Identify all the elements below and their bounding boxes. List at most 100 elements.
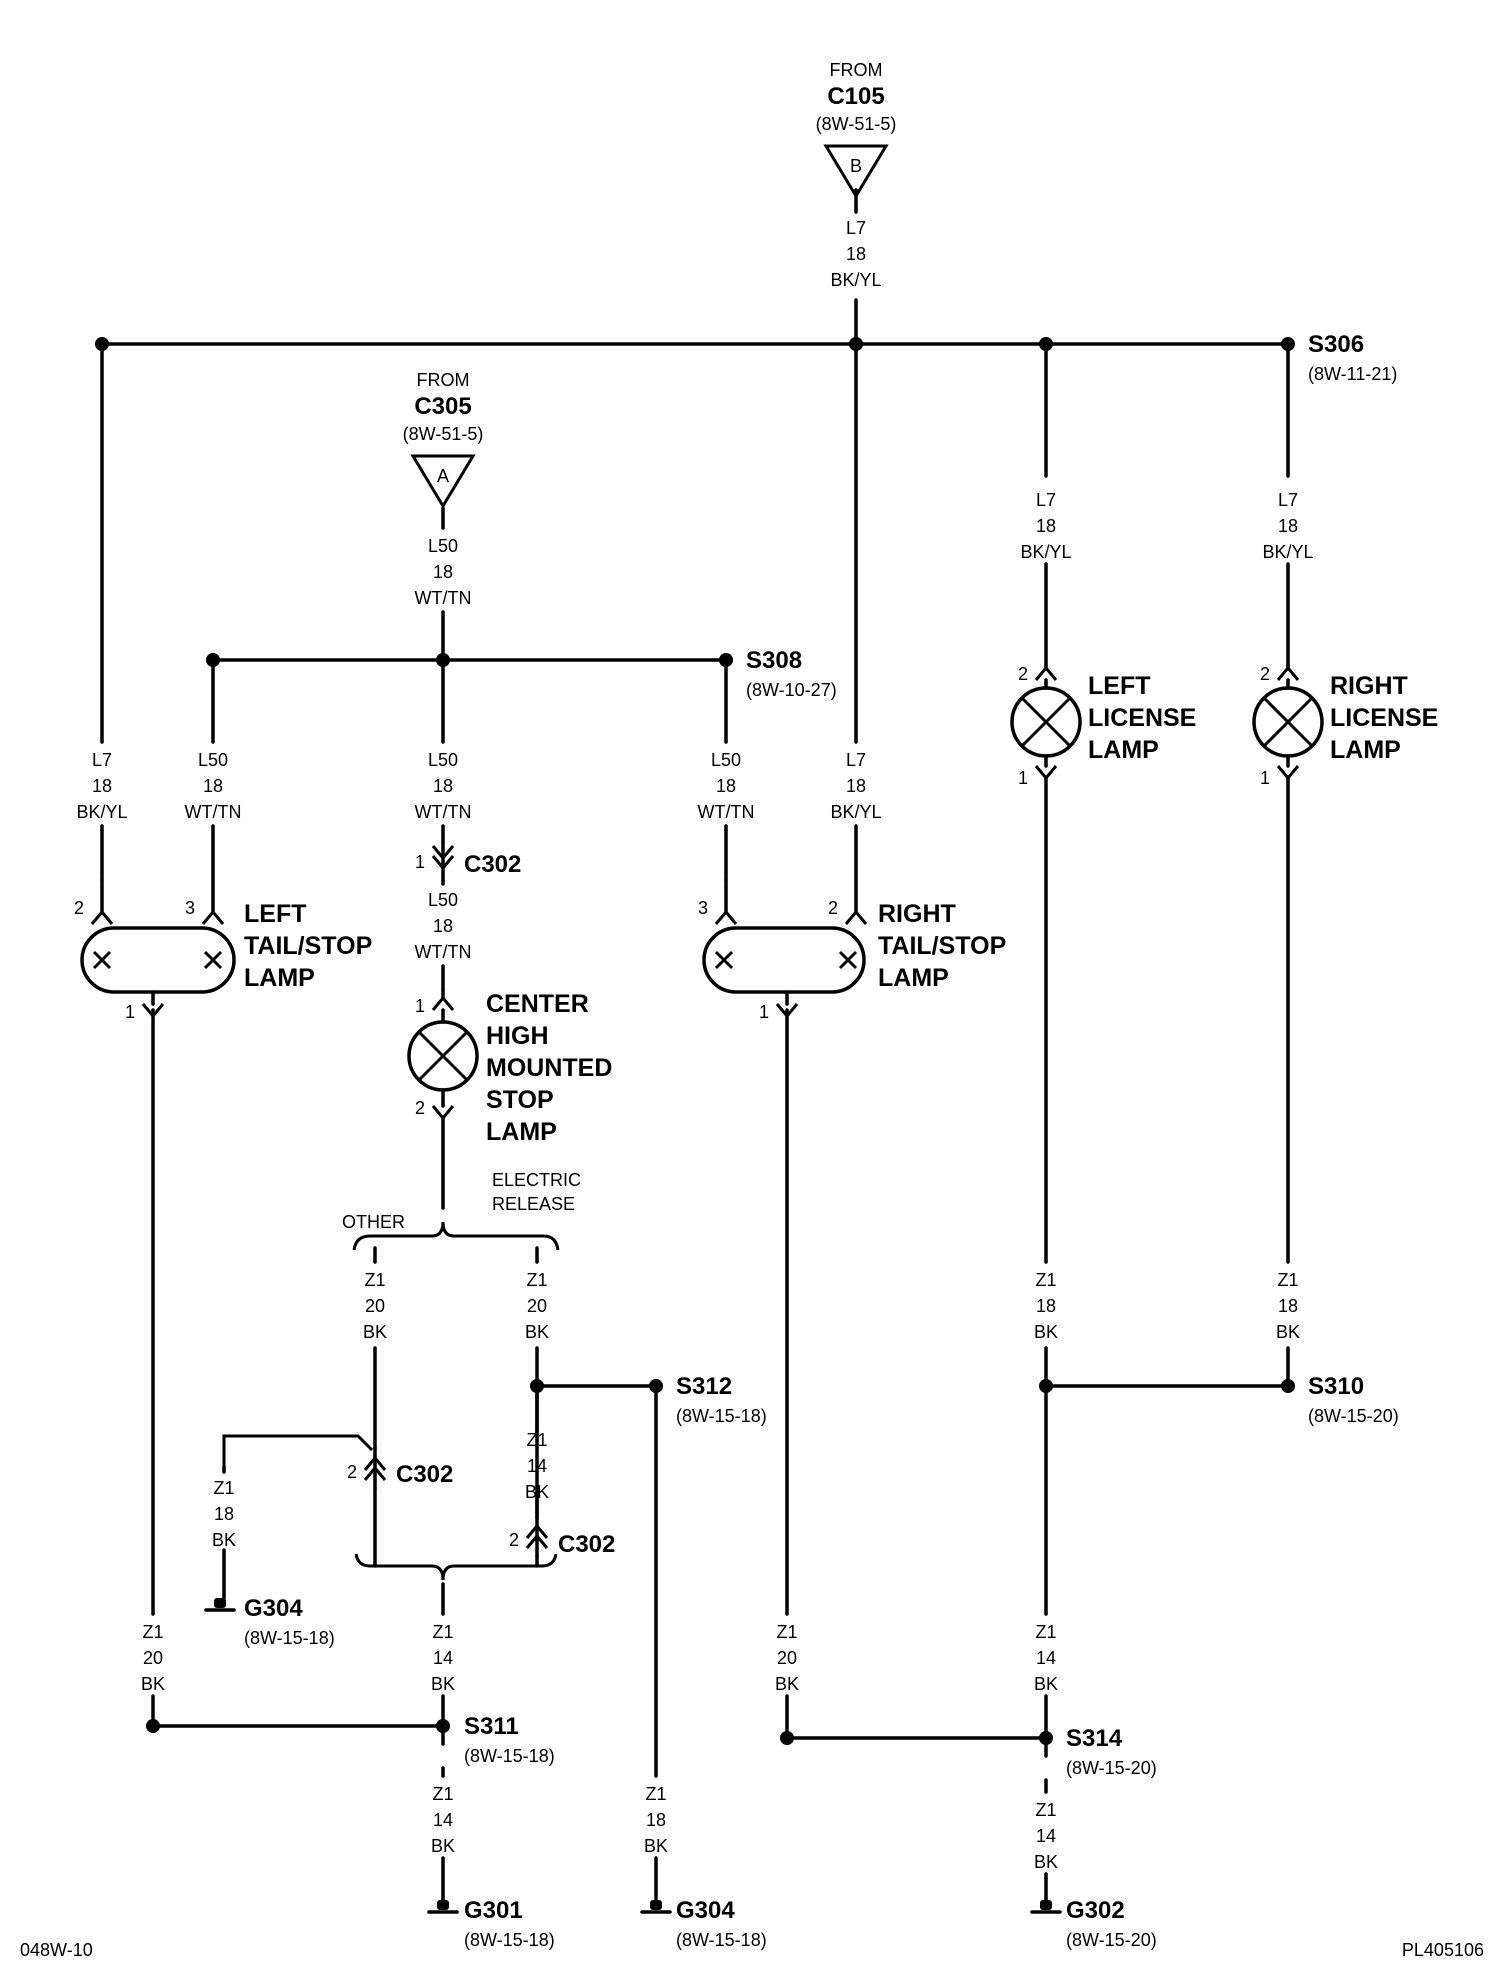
svg-text:S310: S310 (1308, 1373, 1364, 1400)
svg-text:18: 18 (1278, 516, 1298, 536)
svg-text:Z1: Z1 (364, 1270, 385, 1290)
svg-text:2: 2 (347, 1462, 357, 1482)
svg-text:L7: L7 (1036, 490, 1056, 510)
svg-text:(8W-15-18): (8W-15-18) (464, 1746, 555, 1766)
svg-text:18: 18 (1036, 1296, 1056, 1316)
svg-text:1: 1 (125, 1002, 135, 1022)
svg-text:G302: G302 (1066, 1897, 1125, 1924)
svg-text:Z1: Z1 (1035, 1270, 1056, 1290)
svg-text:2: 2 (415, 1098, 425, 1118)
svg-text:BK: BK (525, 1322, 549, 1342)
svg-text:A: A (437, 466, 449, 486)
svg-text:BK: BK (1034, 1852, 1058, 1872)
svg-text:14: 14 (1036, 1826, 1056, 1846)
svg-text:BK/YL: BK/YL (830, 802, 881, 822)
wire-lines (100, 188, 1290, 1902)
wire-label-l7-left: L7 18 BK/YL (76, 750, 127, 822)
svg-text:B: B (850, 156, 862, 176)
svg-text:1: 1 (415, 852, 425, 872)
svg-text:18: 18 (92, 776, 112, 796)
svg-text:14: 14 (1036, 1648, 1056, 1668)
left-license-bulb-icon (1020, 696, 1072, 748)
splice-s310: S310 (8W-15-20) (1308, 1373, 1399, 1426)
right-license-lamp: 2 1 RIGHT LICENSE LAMP (1252, 664, 1438, 788)
svg-text:C305: C305 (414, 393, 471, 420)
wire-label-z1-s311-up: Z1 14 BK (431, 1622, 455, 1694)
wire-label-z1-s314-up: Z1 14 BK (1034, 1622, 1058, 1694)
svg-text:WT/TN: WT/TN (185, 802, 242, 822)
wire-label-z1-g304a: Z1 18 BK (212, 1478, 236, 1550)
svg-text:L7: L7 (846, 750, 866, 770)
svg-text:Z1: Z1 (213, 1478, 234, 1498)
splice-s311: S311 (8W-15-18) (464, 1713, 555, 1766)
svg-text:LAMP: LAMP (1088, 736, 1159, 764)
svg-text:LAMP: LAMP (1330, 736, 1401, 764)
svg-text:1: 1 (415, 996, 425, 1016)
svg-text:18: 18 (846, 776, 866, 796)
svg-text:14: 14 (433, 1810, 453, 1830)
svg-text:STOP: STOP (486, 1086, 554, 1114)
svg-text:L50: L50 (428, 536, 458, 556)
wire-label-z1-s311-down: Z1 14 BK (431, 1784, 455, 1856)
svg-text:Z1: Z1 (1277, 1270, 1298, 1290)
svg-text:MOUNTED: MOUNTED (486, 1054, 612, 1082)
svg-text:BK/YL: BK/YL (1020, 542, 1071, 562)
wire-label-z1-left-license: Z1 18 BK (1034, 1270, 1058, 1342)
svg-text:LAMP: LAMP (244, 964, 315, 992)
svg-text:LEFT: LEFT (244, 900, 307, 928)
svg-text:(8W-15-20): (8W-15-20) (1308, 1406, 1399, 1426)
c302-connector-b: 2 C302 (347, 1446, 453, 1490)
svg-text:(8W-15-20): (8W-15-20) (1066, 1758, 1157, 1778)
svg-text:BK/YL: BK/YL (1262, 542, 1313, 562)
svg-text:LAMP: LAMP (878, 964, 949, 992)
left-license-lamp: 2 1 LEFT LICENSE LAMP (1010, 664, 1196, 788)
svg-text:S311: S311 (464, 1713, 519, 1740)
svg-text:OTHER: OTHER (342, 1212, 405, 1232)
svg-text:S308: S308 (746, 647, 802, 674)
wire-label-l7-left-license: L7 18 BK/YL (1020, 490, 1071, 562)
svg-text:3: 3 (698, 898, 708, 918)
svg-text:CENTER: CENTER (486, 990, 589, 1018)
svg-text:RIGHT: RIGHT (1330, 672, 1408, 700)
svg-text:Z1: Z1 (1035, 1622, 1056, 1642)
svg-text:FROM: FROM (830, 60, 883, 80)
svg-text:Z1: Z1 (432, 1784, 453, 1804)
splice-s314: S314 (8W-15-20) (1066, 1725, 1157, 1778)
svg-text:L7: L7 (1278, 490, 1298, 510)
svg-text:HIGH: HIGH (486, 1022, 549, 1050)
svg-text:L50: L50 (198, 750, 228, 770)
svg-text:3: 3 (185, 898, 195, 918)
figure-id: PL405106 (1402, 1940, 1484, 1960)
svg-text:BK: BK (212, 1530, 236, 1550)
svg-text:LAMP: LAMP (486, 1118, 557, 1146)
wire-label-z1-right-license: Z1 18 BK (1276, 1270, 1300, 1342)
wire-label-z1-other: Z1 20 BK (363, 1270, 387, 1342)
svg-text:18: 18 (846, 244, 866, 264)
source-c305: FROM C305 (8W-51-5) A (403, 370, 483, 509)
terminal-stubs (100, 664, 1290, 1000)
svg-text:20: 20 (143, 1648, 163, 1668)
left-tail-stop-lamp: 2 3 1 LEFT TAIL/STOP LAMP (74, 898, 372, 1022)
svg-text:20: 20 (777, 1648, 797, 1668)
wire-label-z1-left-tail: Z1 20 BK (141, 1622, 165, 1694)
svg-text:L7: L7 (846, 218, 866, 238)
wire-label-l7-right-license: L7 18 BK/YL (1262, 490, 1313, 562)
wire-label-l50-c305: L50 18 WT/TN (415, 536, 472, 608)
wire-label-l7-right: L7 18 BK/YL (830, 750, 881, 822)
svg-text:Z1: Z1 (776, 1622, 797, 1642)
branch-bracket-bottom (354, 1553, 558, 1581)
svg-text:(8W-15-18): (8W-15-18) (464, 1930, 555, 1950)
svg-text:(8W-51-5): (8W-51-5) (816, 114, 897, 134)
svg-text:BK/YL: BK/YL (76, 802, 127, 822)
svg-text:BK: BK (644, 1836, 668, 1856)
svg-text:WT/TN: WT/TN (415, 942, 472, 962)
c302-connector-a: 1 C302 (415, 840, 521, 882)
svg-text:(8W-11-21): (8W-11-21) (1308, 364, 1397, 384)
svg-text:BK: BK (141, 1674, 165, 1694)
svg-text:L50: L50 (711, 750, 741, 770)
svg-text:Z1: Z1 (142, 1622, 163, 1642)
svg-text:2: 2 (509, 1530, 519, 1550)
terminal-marks (90, 665, 1300, 1121)
svg-text:14: 14 (433, 1648, 453, 1668)
svg-text:(8W-15-18): (8W-15-18) (676, 1930, 767, 1950)
